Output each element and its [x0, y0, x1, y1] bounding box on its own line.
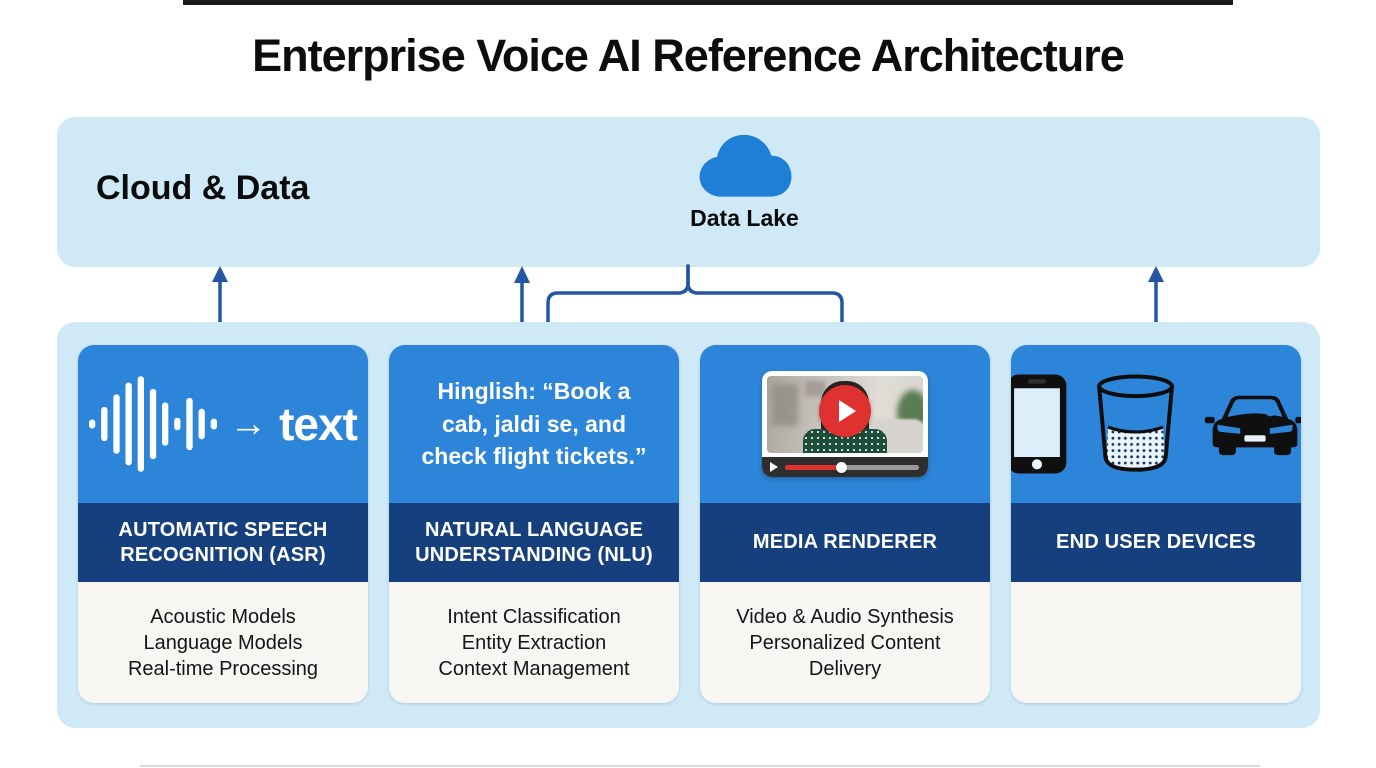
asr-graphic: → text — [78, 345, 368, 503]
asr-text-label: text — [279, 398, 358, 450]
progress-knob[interactable] — [836, 461, 848, 473]
data-lake-label: Data Lake — [690, 205, 799, 231]
right-arrow-icon: → — [229, 403, 268, 445]
hinglish-quote: Hinglish: “Book a cab, jaldi se, and che… — [421, 378, 647, 470]
feature-line: Language Models — [143, 631, 303, 654]
feature-line: Context Management — [438, 657, 630, 680]
play-button-icon[interactable] — [819, 385, 871, 438]
devices-heading: END USER DEVICES — [1011, 503, 1301, 582]
feature-line: Acoustic Models — [150, 605, 296, 628]
progress-bar[interactable] — [785, 461, 919, 473]
media-features: Video & Audio Synthesis Personalized Con… — [700, 582, 990, 703]
asr-features: Acoustic Models Language Models Real-tim… — [78, 582, 368, 703]
feature-line: Entity Extraction — [461, 631, 607, 654]
feature-line: Personalized Content Delivery — [749, 631, 941, 680]
devices-features-empty — [1011, 582, 1301, 703]
nlu-graphic: Hinglish: “Book a cab, jaldi se, and che… — [389, 345, 679, 503]
devices-graphic — [1011, 345, 1301, 503]
video-player — [762, 371, 928, 477]
top-edge-line — [183, 0, 1233, 5]
card-end-user-devices: END USER DEVICES — [1011, 345, 1301, 703]
data-lake-node: Data Lake — [607, 131, 882, 232]
card-media-renderer: MEDIA RENDERER Video & Audio Synthesis P… — [700, 345, 990, 703]
smartphone-icon — [1011, 374, 1067, 474]
brace-left-branch — [546, 264, 690, 328]
cloud-icon — [699, 134, 791, 197]
feature-line: Video & Audio Synthesis — [736, 605, 954, 628]
card-asr: → text AUTOMATIC SPEECH RECOGNITION (ASR… — [78, 345, 368, 703]
media-heading: MEDIA RENDERER — [700, 503, 990, 582]
cloud-band-label: Cloud & Data — [96, 169, 310, 207]
feature-line: Intent Classification — [447, 605, 621, 628]
background-shelf — [772, 384, 798, 426]
waveform-icon — [89, 376, 218, 472]
card-nlu: Hinglish: “Book a cab, jaldi se, and che… — [389, 345, 679, 703]
progress-fill — [785, 464, 842, 470]
small-play-icon[interactable] — [770, 462, 778, 472]
arrowhead-up-icon — [1148, 266, 1164, 282]
player-controls — [762, 457, 928, 477]
cloud-data-band: Cloud & Data Data Lake — [57, 117, 1320, 267]
asr-heading: AUTOMATIC SPEECH RECOGNITION (ASR) — [78, 503, 368, 582]
nlu-heading: NATURAL LANGUAGE UNDERSTANDING (NLU) — [389, 503, 679, 582]
brace-right-branch — [686, 264, 844, 328]
feature-line: Real-time Processing — [127, 657, 319, 680]
arrowhead-up-icon — [212, 266, 228, 282]
video-thumbnail — [767, 376, 923, 453]
play-triangle-icon — [839, 400, 856, 423]
nlu-features: Intent Classification Entity Extraction … — [389, 582, 679, 703]
bottom-edge-line — [140, 765, 1260, 767]
smart-speaker-icon — [1097, 374, 1174, 472]
arrowhead-up-icon — [514, 266, 530, 283]
background-frame — [805, 381, 825, 396]
media-graphic — [700, 345, 990, 503]
page-title: Enterprise Voice AI Reference Architectu… — [252, 30, 1125, 81]
car-icon — [1204, 395, 1301, 456]
